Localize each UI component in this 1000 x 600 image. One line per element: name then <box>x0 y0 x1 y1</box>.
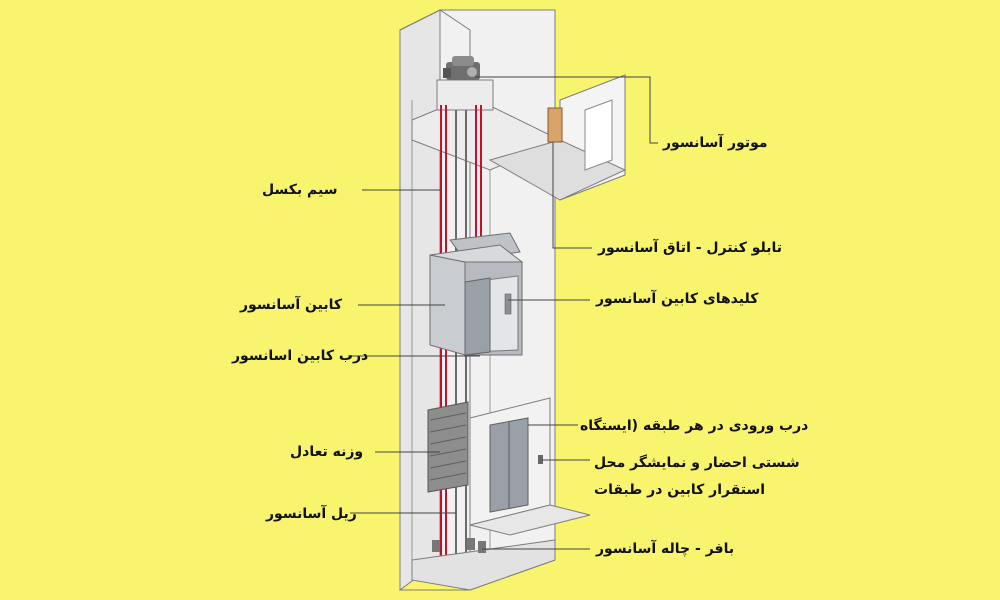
counterweight-block <box>427 401 469 493</box>
cabin-door-panel <box>464 277 491 356</box>
leader-motor <box>475 76 658 144</box>
label-cabin-buttons: کلیدهای کابین آسانسور <box>596 291 759 307</box>
label-rail: ریل آسانسور <box>266 506 357 522</box>
buffer <box>467 538 475 550</box>
hall-call-button <box>538 455 543 464</box>
control-room-door <box>584 99 613 171</box>
label-control-panel: تابلو کنترل - اتاق آسانسور <box>598 240 782 256</box>
buffer <box>432 540 440 552</box>
label-cabin-door: درب کابین اسانسور <box>232 348 369 364</box>
label-rope: سیم بکسل <box>262 182 338 198</box>
cabin-button-panel <box>504 293 512 315</box>
label-buffer-pit: بافر - چاله آسانسور <box>596 541 735 557</box>
label-hall-station-line2: استقرار کابین در طبقات <box>594 482 766 498</box>
control-panel-box <box>547 107 563 143</box>
label-landing-door: درب ورودی در هر طبقه (ایستگاه <box>580 418 809 434</box>
buffer <box>478 541 486 553</box>
leader-control-panel <box>552 142 592 249</box>
pit-floor <box>411 539 556 591</box>
label-cabin: کابین آسانسور <box>240 297 343 313</box>
landing-floor <box>469 504 591 536</box>
label-hall-station-line1: شستی احضار و نمایشگر محل <box>594 455 800 471</box>
motor-unit <box>443 56 480 80</box>
label-counterweight: وزنه تعادل <box>290 444 364 460</box>
label-motor: موتور آسانسور <box>663 135 768 151</box>
